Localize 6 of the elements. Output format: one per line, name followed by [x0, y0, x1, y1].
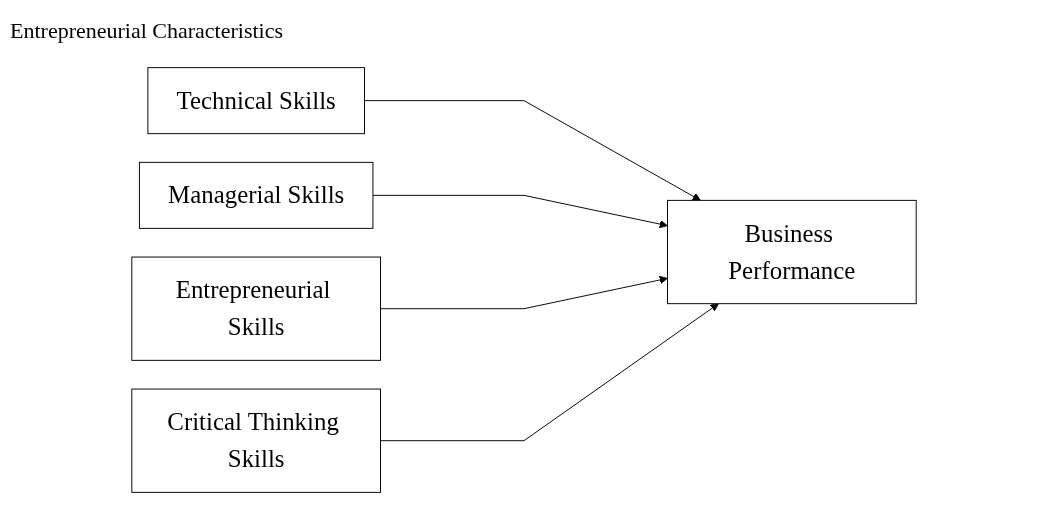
node-box: Managerial Skills [138, 161, 374, 229]
node-box: Entrepreneurial Skills [131, 256, 381, 361]
node-box: Critical Thinking Skills [131, 388, 381, 493]
node-box: Business Performance [667, 199, 917, 305]
diagram-title: Entrepreneurial Characteristics [10, 18, 284, 44]
node-box: Technical Skills [147, 67, 365, 135]
